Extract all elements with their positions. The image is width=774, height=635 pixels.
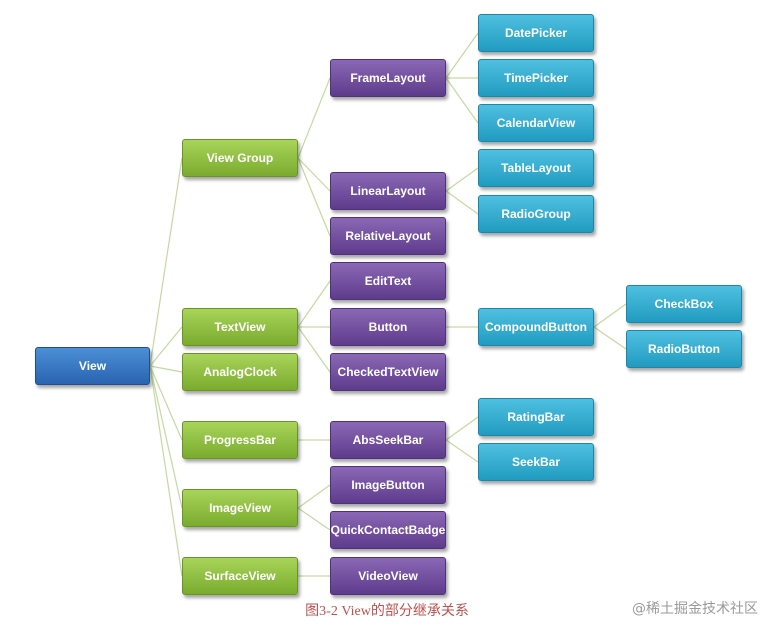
- edge-abs_seek_bar-seek_bar: [445, 439, 479, 463]
- edge-frame_layout-calendar_view: [445, 77, 479, 124]
- node-video-view: VideoView: [330, 557, 446, 595]
- edge-view_group-frame_layout: [297, 77, 331, 159]
- node-radio-group: RadioGroup: [478, 195, 594, 233]
- figure-caption: 图3-2 View的部分继承关系: [305, 604, 469, 619]
- edge-abs_seek_bar-rating_bar: [445, 416, 479, 441]
- edge-view-view_group: [149, 157, 183, 367]
- node-calendar-view: CalendarView: [478, 104, 594, 142]
- node-table-layout: TableLayout: [478, 149, 594, 187]
- node-button: Button: [330, 308, 446, 346]
- edge-linear_layout-table_layout: [445, 167, 479, 192]
- node-compound-button: CompoundButton: [478, 308, 594, 346]
- edge-view-image_view: [149, 365, 183, 509]
- edge-layer: [149, 32, 627, 577]
- node-image-view: ImageView: [182, 489, 298, 527]
- node-frame-layout: FrameLayout: [330, 59, 446, 97]
- edge-text_view-edit_text: [297, 280, 331, 328]
- edge-text_view-checked_text_view: [297, 326, 331, 373]
- edge-view-text_view: [149, 326, 183, 367]
- edge-view-surface_view: [149, 365, 183, 577]
- node-view: View: [35, 347, 150, 385]
- edge-compound_button-check_box: [593, 303, 627, 328]
- node-surface-view: SurfaceView: [182, 557, 298, 595]
- edge-view-analog_clock: [149, 365, 183, 373]
- inheritance-diagram: View View Group TextView AnalogClock Pro…: [35, 14, 742, 595]
- node-image-button: ImageButton: [330, 466, 446, 504]
- node-abs-seek-bar: AbsSeekBar: [330, 421, 446, 459]
- node-progress-bar: ProgressBar: [182, 421, 298, 459]
- node-relative-layout: RelativeLayout: [330, 217, 446, 255]
- watermark: @稀土掘金技术社区: [632, 601, 758, 617]
- edge-view_group-relative_layout: [297, 157, 331, 237]
- node-radio-button: RadioButton: [626, 330, 742, 368]
- node-seek-bar: SeekBar: [478, 443, 594, 481]
- node-time-picker: TimePicker: [478, 59, 594, 97]
- node-rating-bar: RatingBar: [478, 398, 594, 436]
- node-analog-clock: AnalogClock: [182, 353, 298, 391]
- edge-image_view-image_button: [297, 484, 331, 509]
- node-view-group: View Group: [182, 139, 298, 177]
- edge-view-progress_bar: [149, 365, 183, 441]
- node-date-picker: DatePicker: [478, 14, 594, 52]
- node-text-view: TextView: [182, 308, 298, 346]
- edge-compound_button-radio_button: [593, 326, 627, 350]
- edge-image_view-quick_contact_badge: [297, 507, 331, 531]
- edge-frame_layout-date_picker: [445, 32, 479, 79]
- node-checked-text-view: CheckedTextView: [330, 353, 446, 391]
- node-quick-contact-badge: QuickContactBadge: [330, 511, 446, 549]
- edge-linear_layout-radio_group: [445, 190, 479, 215]
- edge-view_group-linear_layout: [297, 157, 331, 192]
- node-check-box: CheckBox: [626, 285, 742, 323]
- node-edit-text: EditText: [330, 262, 446, 300]
- node-linear-layout: LinearLayout: [330, 172, 446, 210]
